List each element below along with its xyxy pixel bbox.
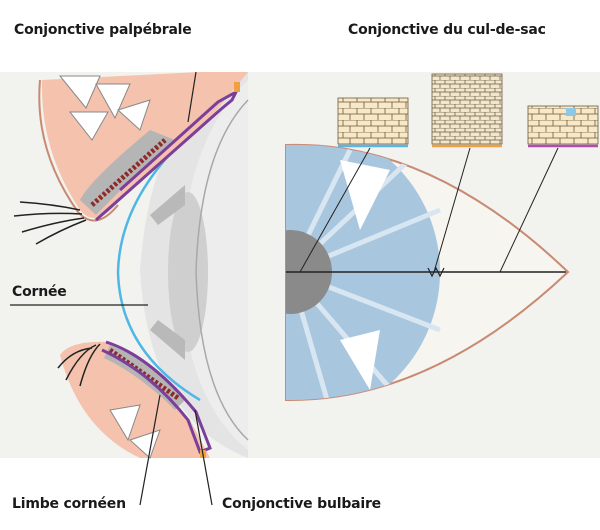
iris-white-wedge-2 — [340, 330, 380, 390]
label-cornee: Cornée — [12, 284, 67, 300]
epithelium-swatch-cornea — [337, 97, 409, 148]
limbus-mark-upper — [234, 82, 240, 92]
label-conjonctive-bulbaire: Conjonctive bulbaire — [222, 496, 381, 512]
epithelium-swatch-limbus — [431, 73, 503, 148]
leader-limbe — [139, 394, 161, 506]
label-conjonctive-palpebrale: Conjonctive palpébrale — [14, 22, 192, 38]
label-conjonctive-cul-de-sac: Conjonctive du cul-de-sac — [348, 22, 546, 38]
sclera — [180, 80, 248, 450]
upper-conjunctiva — [95, 88, 240, 222]
iris-upper — [150, 185, 185, 225]
cul-de-sac-diagram — [285, 143, 570, 402]
upper-eyelashes — [13, 201, 87, 245]
lens — [168, 192, 208, 352]
upper-meibomian-gland — [90, 138, 167, 207]
upper-bone — [58, 75, 151, 141]
leader-lines-left — [10, 71, 213, 506]
upper-eyelid-skin — [38, 79, 119, 222]
sclera-arc — [195, 99, 249, 441]
epithelium-swatch-conjunctiva — [527, 105, 599, 148]
lower-eyelashes — [57, 343, 101, 387]
goblet-cell — [566, 108, 576, 116]
leader-conj-palpebrale — [187, 71, 197, 123]
limbus-tick — [427, 266, 445, 278]
swatch-leaders — [299, 147, 559, 273]
eye-cross-section — [13, 72, 249, 459]
iris-lower — [150, 320, 185, 360]
leader-conj-bulbaire — [194, 409, 213, 506]
lower-eyelid — [60, 341, 210, 458]
iris-white-wedge — [340, 160, 390, 230]
label-limbe-corneen: Limbe cornéen — [12, 496, 126, 512]
